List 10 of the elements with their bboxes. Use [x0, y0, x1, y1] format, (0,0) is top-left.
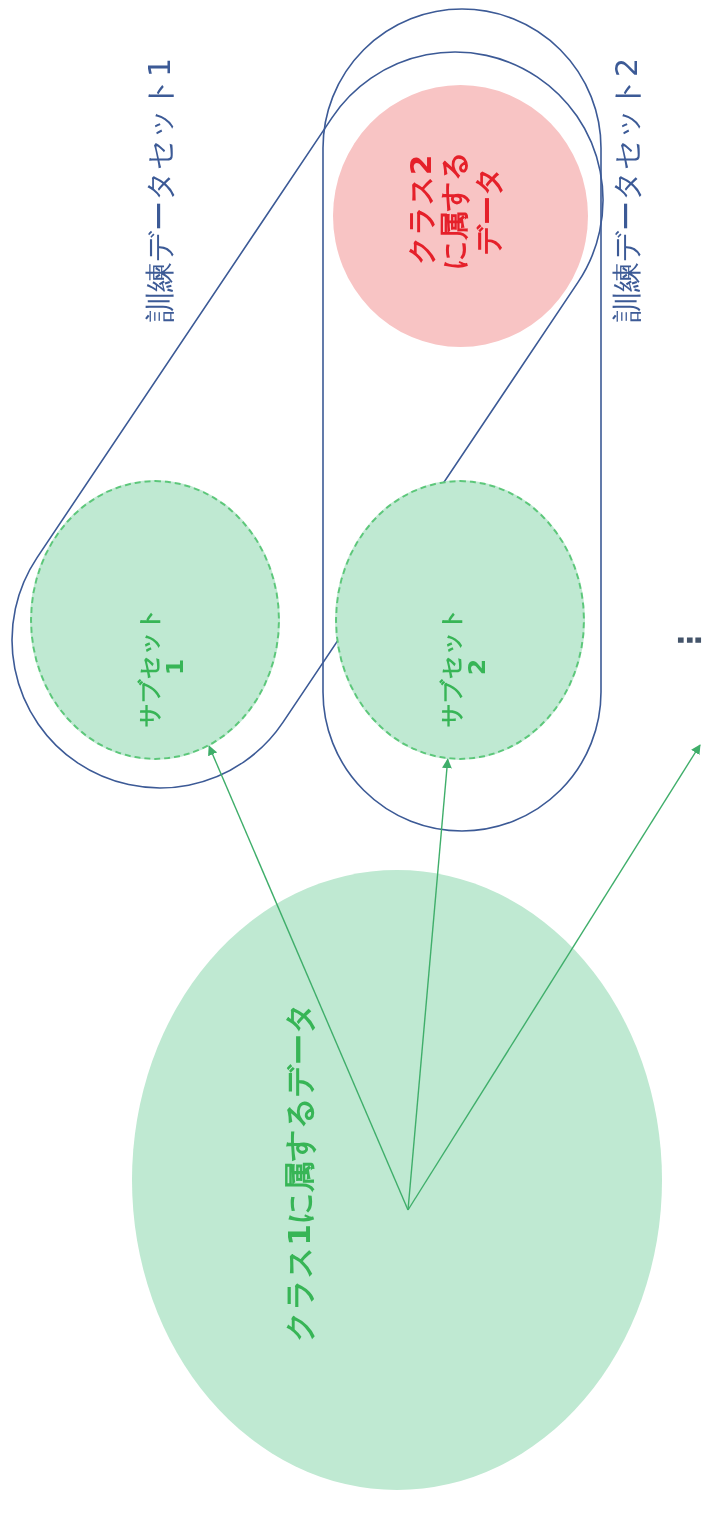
arrow: [407, 758, 452, 1211]
node-label: サブセット 2: [437, 606, 491, 729]
dataset-label: 訓練データセット1: [142, 57, 178, 323]
node-label: クラス2に属するデータ: [405, 149, 505, 271]
ellipsis-mark: ⋮: [672, 625, 708, 655]
node-label: サブセット 1: [135, 606, 189, 729]
arrow: [407, 744, 701, 1211]
dataset-label: 訓練データセット2: [609, 57, 645, 323]
node-label: クラス1に属するデータ: [282, 1002, 318, 1342]
arrow: [208, 745, 409, 1211]
